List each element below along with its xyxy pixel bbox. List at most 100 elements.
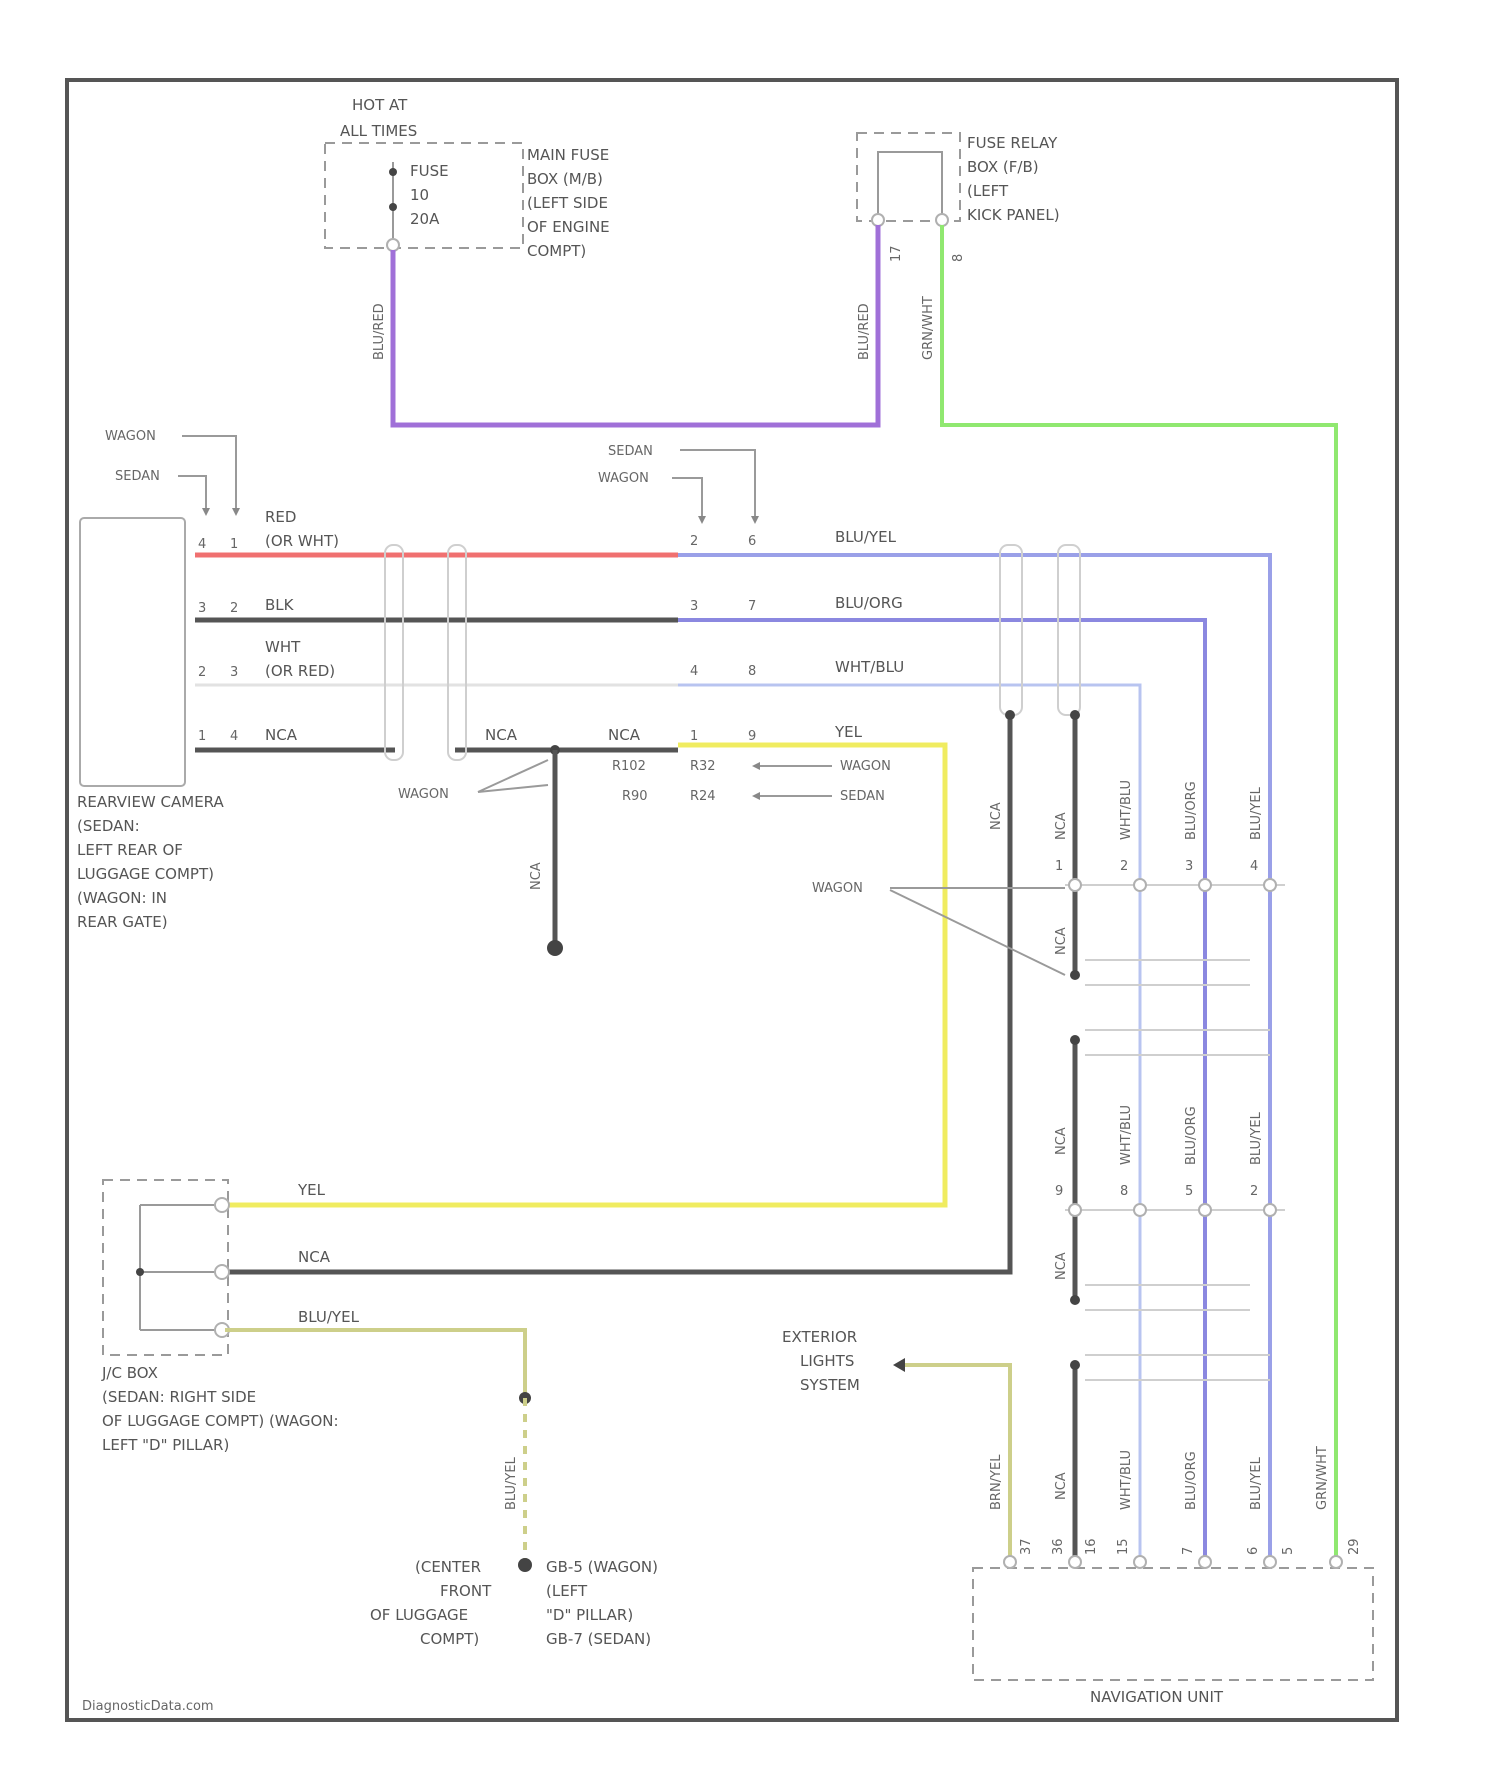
conn-r32: R32 xyxy=(690,759,716,774)
wl-blu-yel-3: BLU/YEL xyxy=(1249,1456,1264,1510)
wire-blu-yel xyxy=(678,555,1270,1562)
wire-label-blu-red-left: BLU/RED xyxy=(372,303,387,360)
conn-pin-b4: 9 xyxy=(748,729,756,744)
wire-label-nca-r3: NCA xyxy=(1054,927,1069,955)
label-wagon-r32: WAGON xyxy=(840,759,891,774)
wl-wht-blu-1: WHT/BLU xyxy=(1119,780,1134,840)
wire-label-nca-r6: NCA xyxy=(1054,1472,1069,1500)
wire-blu-yel-ground xyxy=(225,1330,525,1398)
camera-label-4: LUGGAGE COMPT) xyxy=(77,865,214,883)
nav-pin-37: 37 xyxy=(1019,1538,1034,1555)
conn-r90: R90 xyxy=(622,789,648,804)
branch-pin-u2: 2 xyxy=(1120,859,1128,874)
cam-pin-wagon-4: 4 xyxy=(230,729,238,744)
branch-pin-u1: 1 xyxy=(1055,859,1063,874)
hot-at-all-times-line2: ALL TIMES xyxy=(340,122,417,140)
wire-label-nca-r4: NCA xyxy=(1054,1127,1069,1155)
wire-label-blu-org: BLU/ORG xyxy=(835,594,903,612)
wl-wht-blu-2: WHT/BLU xyxy=(1119,1105,1134,1165)
jc-box-label-2: (SEDAN: RIGHT SIDE xyxy=(102,1388,256,1406)
label-wagon-conn: WAGON xyxy=(598,471,649,486)
wire-label-yel-jc: YEL xyxy=(297,1181,326,1199)
jc-box-label-1: J/C BOX xyxy=(101,1364,158,1382)
ground-right-2: (LEFT xyxy=(546,1582,588,1600)
fuse-relay-box-l1: FUSE RELAY xyxy=(967,134,1058,152)
wire-wht-blu xyxy=(678,685,1140,1562)
branch-pin-l1: 9 xyxy=(1055,1184,1063,1199)
wire-label-or-wht: (OR WHT) xyxy=(265,532,339,550)
fuse-relay-box-l3: (LEFT xyxy=(967,182,1009,200)
fuse-label-1: FUSE xyxy=(410,162,449,180)
conn-pin-b3: 8 xyxy=(748,664,756,679)
conn-pin-a3: 4 xyxy=(690,664,698,679)
jc-box-label-3: OF LUGGAGE COMPT) (WAGON: xyxy=(102,1412,339,1430)
wire-label-nca-2: NCA xyxy=(485,726,518,744)
wire-label-wht: WHT xyxy=(265,638,301,656)
wl-blu-org-3: BLU/ORG xyxy=(1184,1451,1199,1510)
branch-pin-l2: 8 xyxy=(1120,1184,1128,1199)
wire-label-nca-3: NCA xyxy=(608,726,641,744)
nav-pin-5: 5 xyxy=(1281,1547,1296,1555)
wl-blu-yel-2: BLU/YEL xyxy=(1249,1111,1264,1165)
hot-at-all-times-line1: HOT AT xyxy=(352,96,408,114)
fuse-relay-pin-8: 8 xyxy=(951,254,966,262)
cam-pin-wagon-3: 3 xyxy=(230,665,238,680)
fuse-relay-pin-17: 17 xyxy=(889,245,904,262)
label-wagon-branch: WAGON xyxy=(812,881,863,896)
ground-right-1: GB-5 (WAGON) xyxy=(546,1558,658,1576)
cam-pin-sedan-3: 2 xyxy=(198,665,206,680)
camera-label-5: (WAGON: IN xyxy=(77,889,167,907)
wire-label-grn-wht-top: GRN/WHT xyxy=(921,296,936,360)
wire-nca-drain-1 xyxy=(225,715,1010,1272)
camera-label-6: REAR GATE) xyxy=(77,913,168,931)
conn-pin-b1: 6 xyxy=(748,534,756,549)
conn-r102: R102 xyxy=(612,759,646,774)
wire-label-nca-1: NCA xyxy=(265,726,298,744)
branch-pin-u3: 3 xyxy=(1185,859,1193,874)
nav-pin-29: 29 xyxy=(1347,1538,1362,1555)
label-wagon-splice: WAGON xyxy=(398,787,449,802)
cam-pin-wagon-1: 1 xyxy=(230,537,238,552)
wire-yel xyxy=(225,745,945,1205)
branch-pin-u4: 4 xyxy=(1250,859,1258,874)
cam-pin-sedan-4: 1 xyxy=(198,729,206,744)
jc-box-label-4: LEFT "D" PILLAR) xyxy=(102,1436,229,1454)
nav-pin-6: 6 xyxy=(1246,1547,1261,1555)
exterior-lights-2: LIGHTS xyxy=(800,1352,854,1370)
wire-label-wht-blu: WHT/BLU xyxy=(835,658,904,676)
main-fuse-box-l1: MAIN FUSE xyxy=(527,146,609,164)
label-sedan-conn: SEDAN xyxy=(608,444,653,459)
conn-pin-a4: 1 xyxy=(690,729,698,744)
label-wagon-cam: WAGON xyxy=(105,429,156,444)
exterior-lights-3: SYSTEM xyxy=(800,1376,860,1394)
wire-label-nca-ground: NCA xyxy=(529,862,544,890)
nav-pin-16: 16 xyxy=(1084,1538,1099,1555)
ground-left-3: OF LUGGAGE xyxy=(370,1606,468,1624)
navigation-unit-label: NAVIGATION UNIT xyxy=(1090,1688,1224,1706)
camera-label-2: (SEDAN: xyxy=(77,817,140,835)
cam-pin-sedan-2: 3 xyxy=(198,601,206,616)
fuse-label-3: 20A xyxy=(410,210,440,228)
rearview-camera-box xyxy=(80,518,185,786)
wire-label-blu-yel-ground: BLU/YEL xyxy=(504,1456,519,1510)
label-sedan-cam: SEDAN xyxy=(115,469,160,484)
wl-wht-blu-3: WHT/BLU xyxy=(1119,1450,1134,1510)
main-fuse-box-l4: OF ENGINE xyxy=(527,218,610,236)
nav-pin-36: 36 xyxy=(1051,1538,1066,1555)
ground-right-3: "D" PILLAR) xyxy=(546,1606,633,1624)
wire-label-nca-jc: NCA xyxy=(298,1248,331,1266)
nav-pin-15: 15 xyxy=(1116,1538,1131,1555)
wl-blu-org-1: BLU/ORG xyxy=(1184,781,1199,840)
branch-pin-l3: 5 xyxy=(1185,1184,1193,1199)
ground-left-2: FRONT xyxy=(440,1582,492,1600)
cam-pin-wagon-2: 2 xyxy=(230,601,238,616)
wire-label-blu-red-right: BLU/RED xyxy=(857,303,872,360)
conn-pin-a2: 3 xyxy=(690,599,698,614)
nav-pin-7: 7 xyxy=(1181,1547,1196,1555)
camera-label-1: REARVIEW CAMERA xyxy=(77,793,224,811)
camera-label-3: LEFT REAR OF xyxy=(77,841,183,859)
wire-label-blk: BLK xyxy=(265,596,295,614)
exterior-lights-1: EXTERIOR xyxy=(782,1328,857,1346)
ground-left-4: COMPT) xyxy=(420,1630,479,1648)
